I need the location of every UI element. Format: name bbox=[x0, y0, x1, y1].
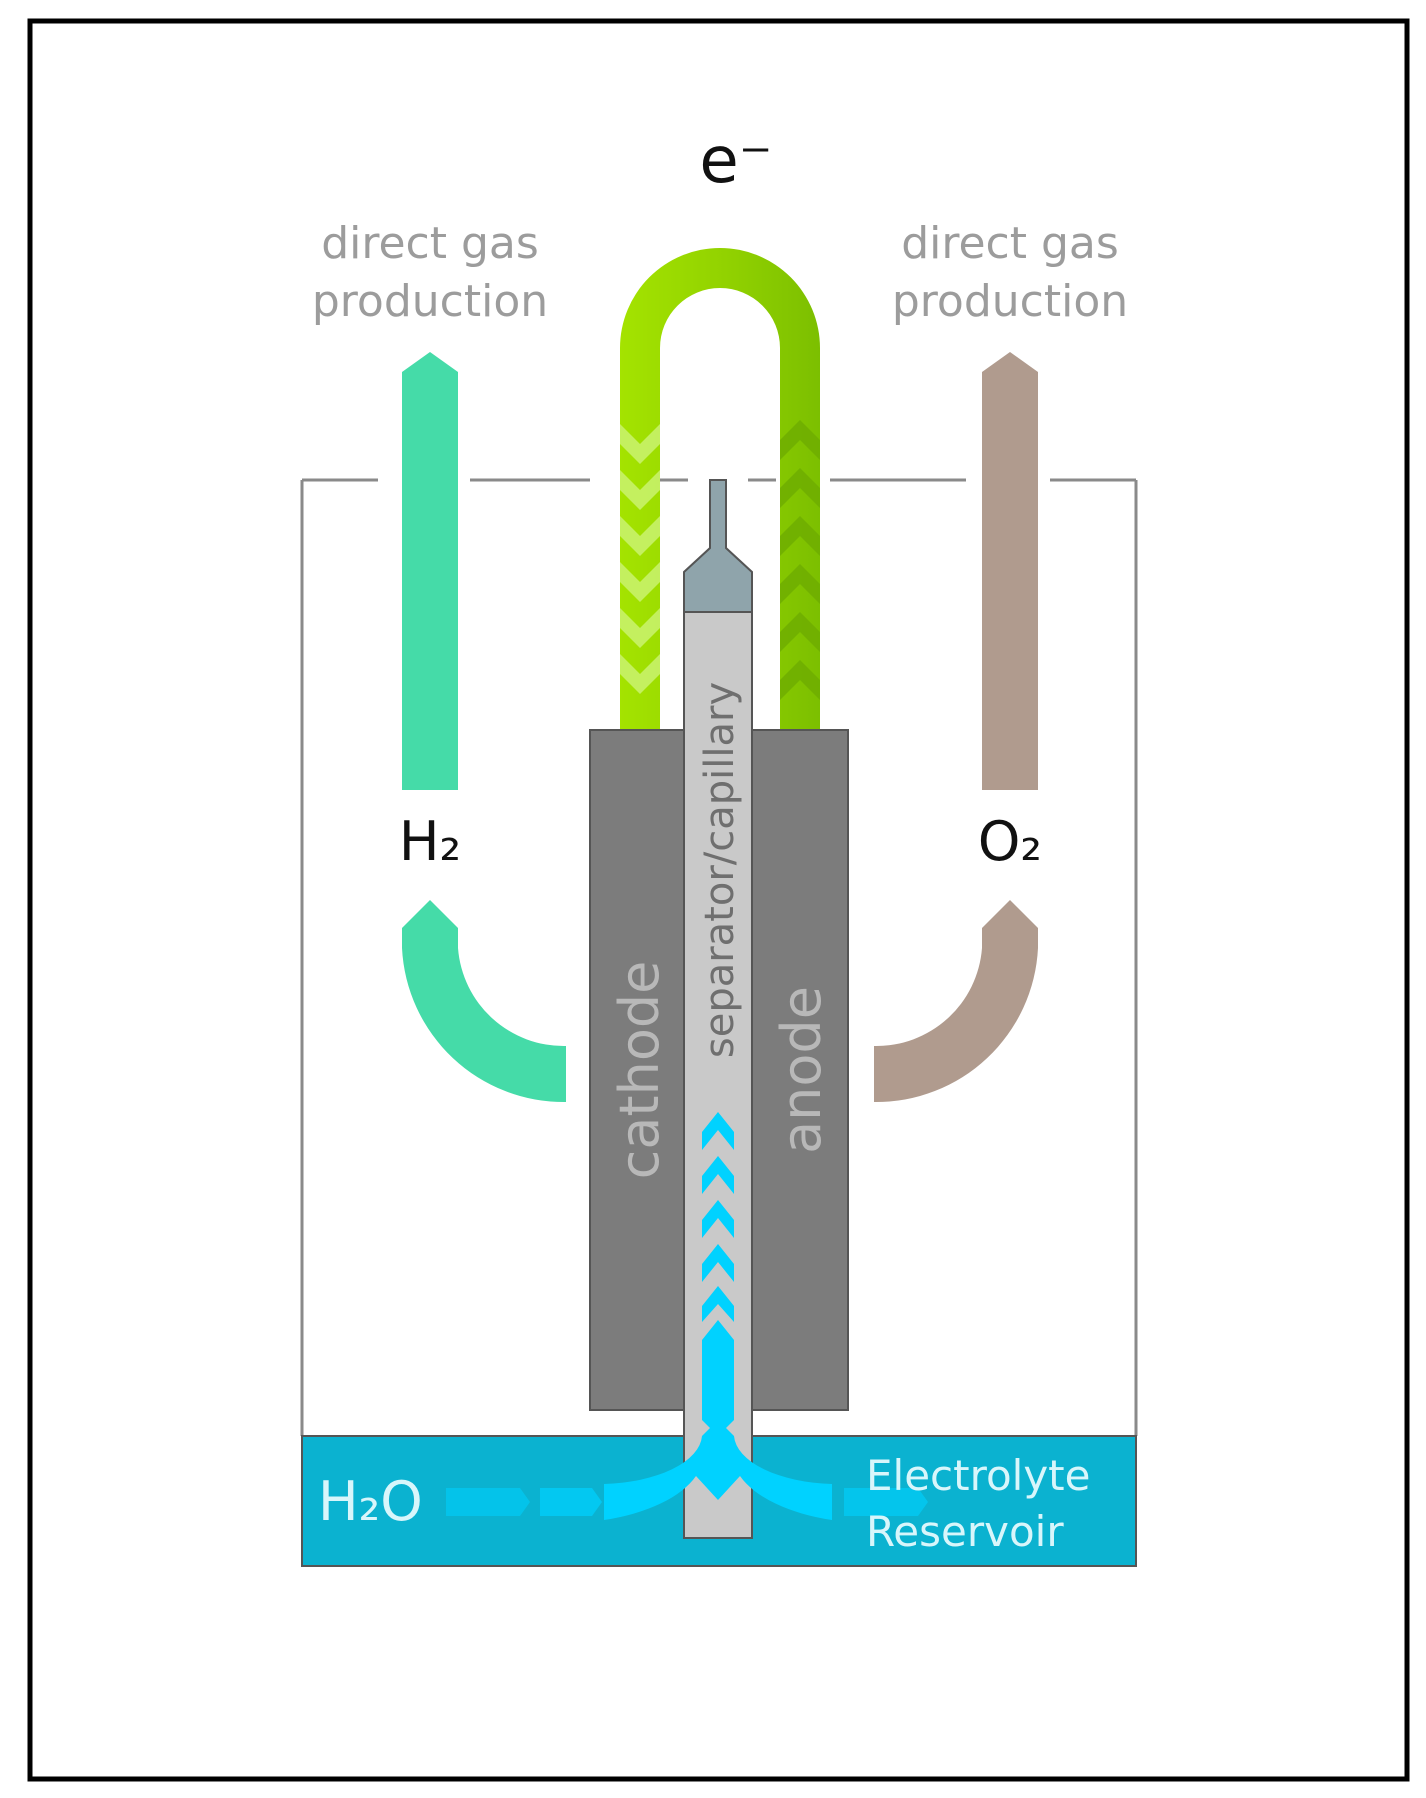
anode-electrode bbox=[751, 729, 849, 1411]
reservoir-label-line1: Electrolyte bbox=[866, 1451, 1090, 1500]
anode-label: anode bbox=[770, 986, 833, 1154]
oxygen-arrow-upper bbox=[982, 352, 1038, 790]
left-production-label-line2: production bbox=[312, 276, 548, 327]
hydrogen-label: H₂ bbox=[399, 810, 461, 873]
left-production-label-line1: direct gas bbox=[321, 218, 539, 269]
hydrogen-arrow-lower bbox=[402, 900, 566, 1103]
water-label: H₂O bbox=[318, 1470, 423, 1533]
oxygen-label: O₂ bbox=[978, 810, 1042, 873]
cathode-label: cathode bbox=[608, 961, 671, 1180]
capillary-cap bbox=[683, 479, 753, 613]
outer-border bbox=[27, 18, 1410, 1782]
right-production-label-line2: production bbox=[892, 276, 1128, 327]
electron-chevrons-anode bbox=[780, 420, 820, 700]
right-production-label-line1: direct gas bbox=[901, 218, 1119, 269]
electron-chevrons-cathode bbox=[620, 424, 660, 694]
separator-label: separator/capillary bbox=[697, 682, 743, 1058]
oxygen-arrow-lower bbox=[874, 900, 1038, 1103]
cathode-electrode bbox=[589, 729, 687, 1411]
hydrogen-arrow-upper bbox=[402, 352, 458, 790]
electrolyte-flow bbox=[446, 1112, 928, 1520]
cell-container bbox=[300, 478, 1138, 1436]
reservoir-label-line2: Reservoir bbox=[866, 1507, 1064, 1556]
electron-label: e⁻ bbox=[699, 124, 772, 198]
